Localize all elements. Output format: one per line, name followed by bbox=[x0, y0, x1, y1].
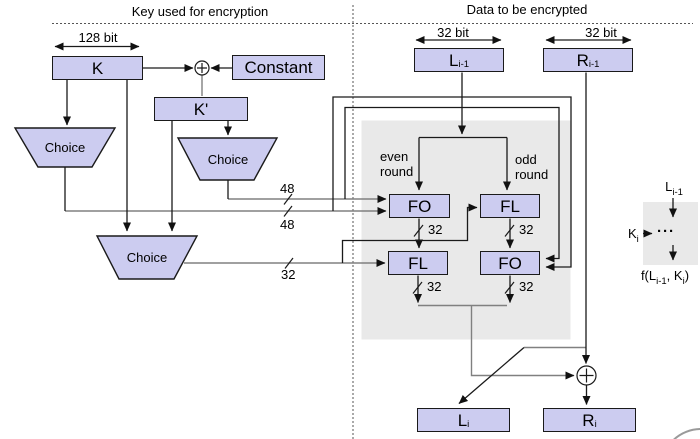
bus-slash-marks bbox=[283, 193, 515, 294]
legend-ellipsis: ··· bbox=[657, 223, 675, 240]
bus-label-48-lower: 48 bbox=[280, 217, 295, 232]
corner-arc-decoration bbox=[673, 428, 700, 439]
fo-top-box: FO bbox=[389, 194, 450, 218]
width-label-128bit: 128 bit bbox=[78, 30, 118, 45]
even-round-label: even round bbox=[380, 149, 414, 179]
xor-icon-data bbox=[576, 365, 597, 386]
choice-mid-label: Choice bbox=[207, 152, 249, 167]
odd-round-label: odd round bbox=[515, 152, 549, 182]
k-prime-box: K' bbox=[154, 97, 248, 121]
choice-top-label: Choice bbox=[44, 140, 86, 155]
header-key-section: Key used for encryption bbox=[131, 4, 269, 19]
width-label-32bit-left: 32 bit bbox=[437, 25, 469, 40]
header-data-section: Data to be encrypted bbox=[466, 2, 588, 17]
k-box: K bbox=[52, 56, 143, 80]
section-divider-lines bbox=[52, 5, 693, 439]
bus-label-32-fl-bottom: 32 bbox=[427, 279, 442, 294]
bus-label-32-fl-top: 32 bbox=[519, 222, 534, 237]
xor-icon-key bbox=[194, 60, 210, 76]
choice-bottom-label: Choice bbox=[126, 250, 168, 265]
black-wires bbox=[63, 64, 677, 405]
legend-output-label: f(Li-1, Ki) bbox=[640, 268, 690, 287]
legend-input-label: Li-1 bbox=[665, 179, 683, 198]
choice-trapezoid-mid bbox=[176, 137, 279, 181]
bus-label-32-fo-bottom: 32 bbox=[519, 279, 534, 294]
constant-box: Constant bbox=[232, 55, 325, 80]
round-function-panel bbox=[361, 120, 571, 340]
fl-bottom-box: FL bbox=[388, 251, 448, 275]
bus-label-32-key: 32 bbox=[281, 267, 296, 282]
legend-key-label: Ki bbox=[628, 226, 639, 245]
bus-label-48-upper: 48 bbox=[280, 181, 295, 196]
width-label-32bit-right: 32 bit bbox=[585, 25, 617, 40]
bus-label-32-fo-top: 32 bbox=[428, 222, 443, 237]
bit-width-arrows bbox=[54, 36, 632, 51]
choice-trapezoids bbox=[13, 127, 279, 280]
fl-top-box: FL bbox=[480, 194, 540, 218]
fo-bottom-box: FO bbox=[480, 251, 540, 275]
choice-trapezoid-top bbox=[13, 127, 117, 168]
choice-trapezoid-bottom bbox=[95, 235, 199, 280]
